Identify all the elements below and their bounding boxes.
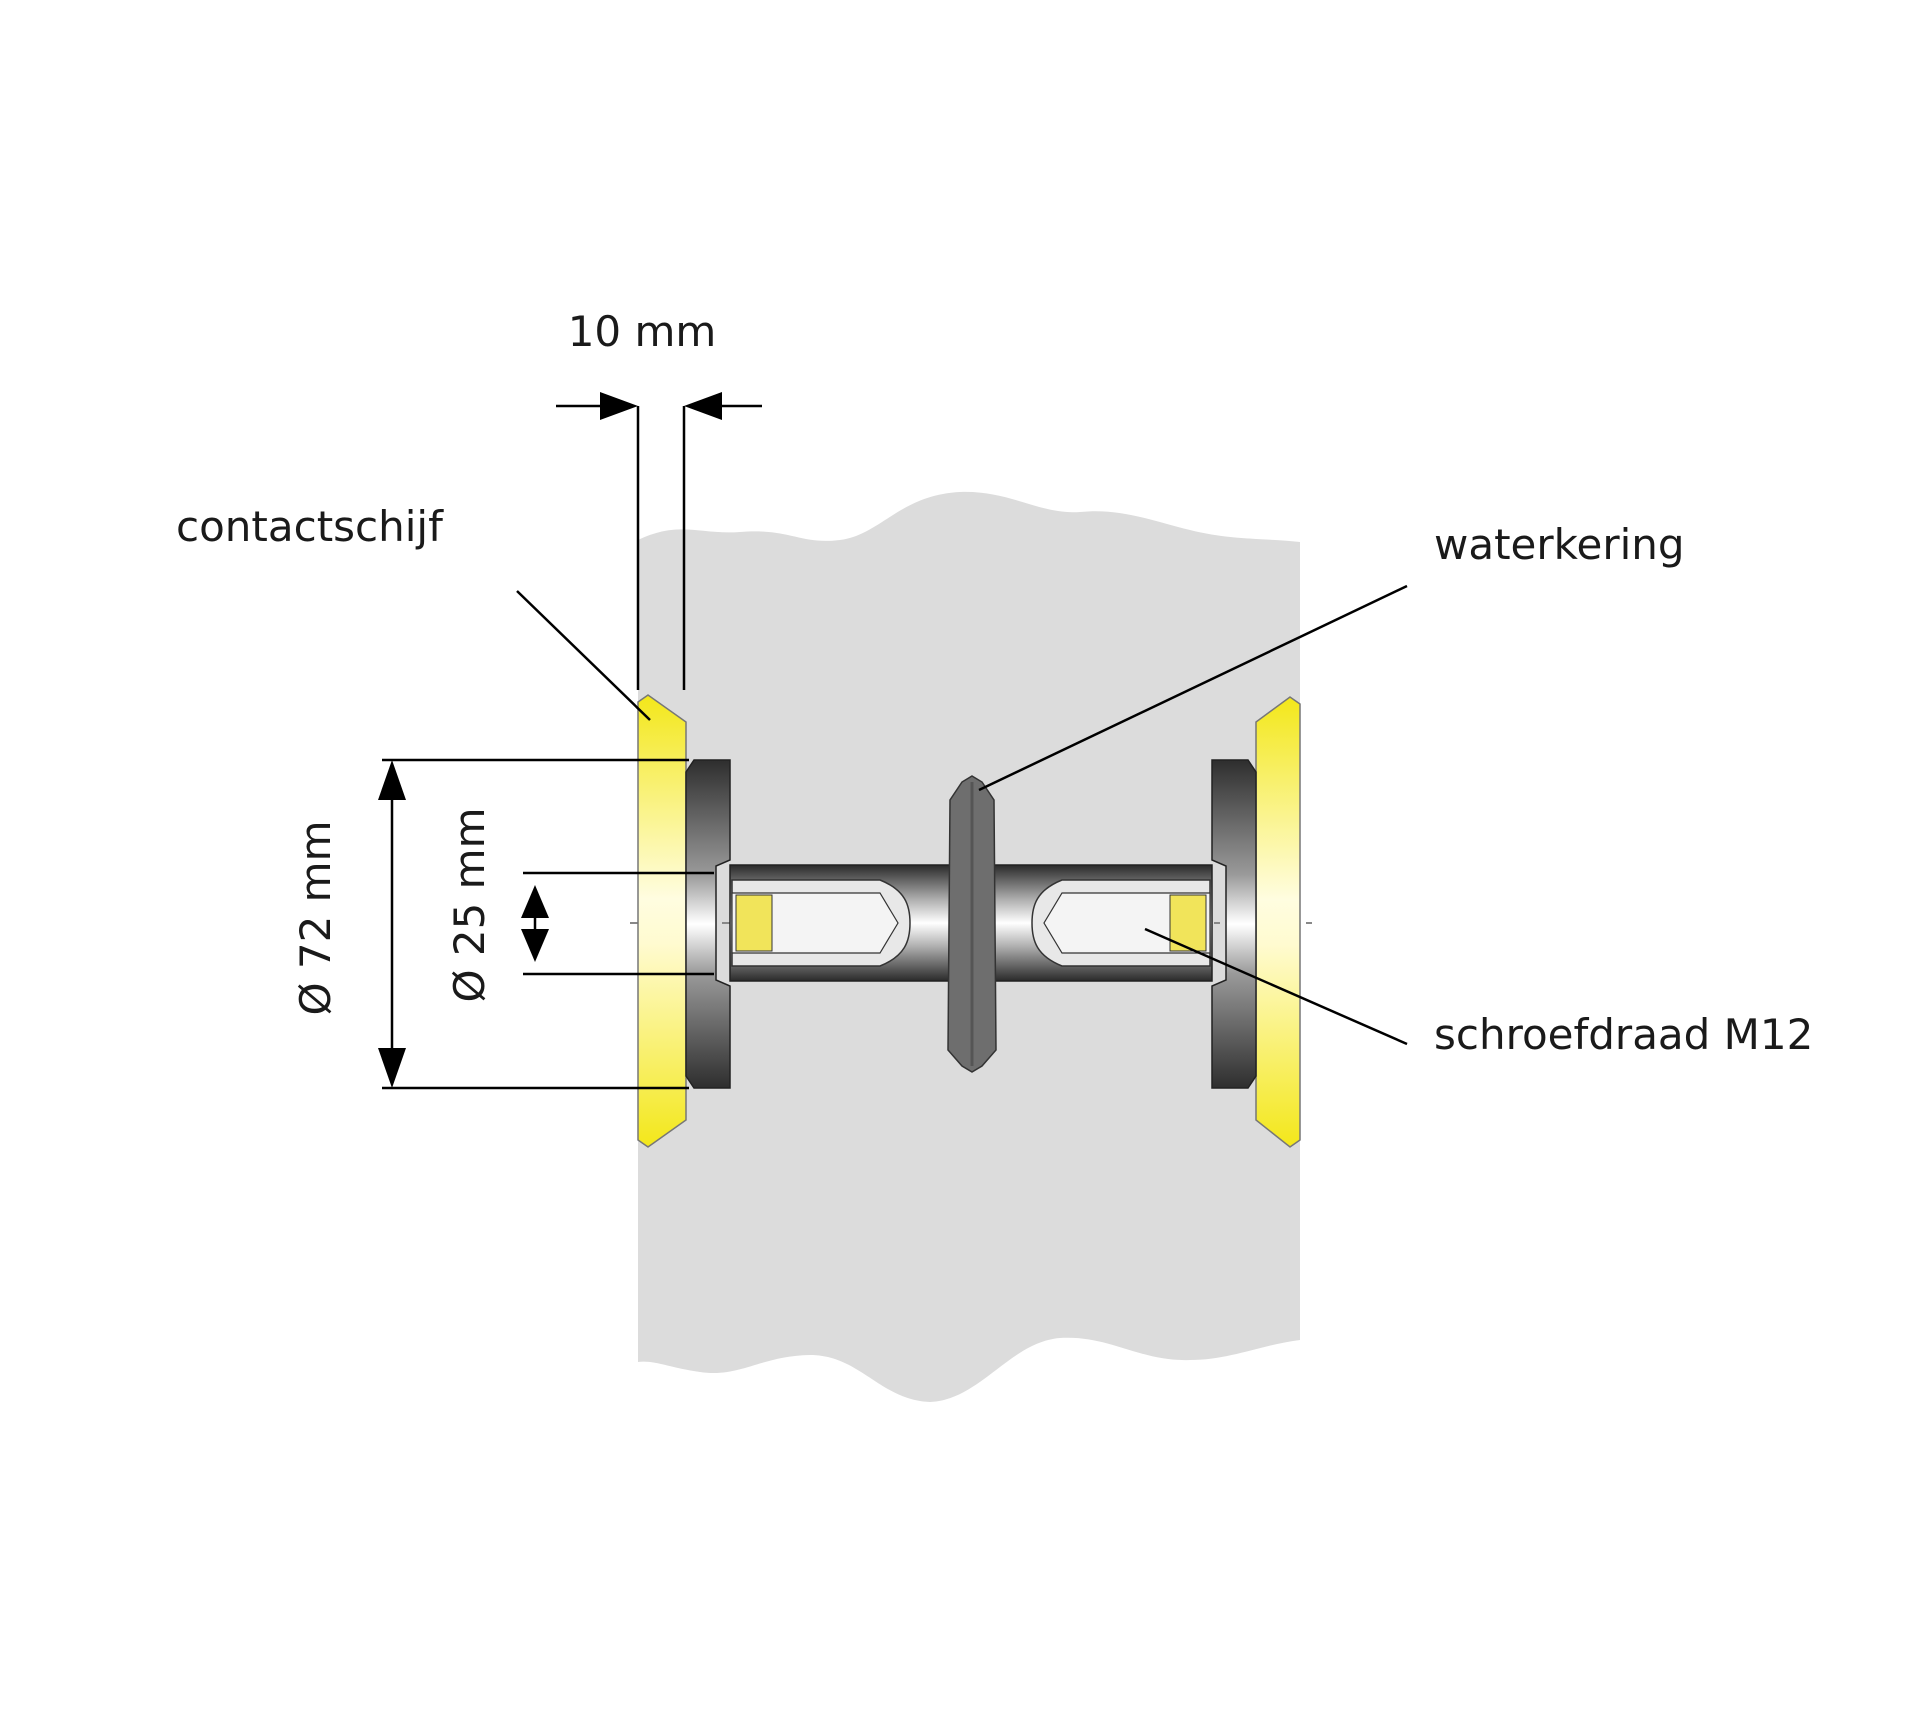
inner-diameter-label: Ø 25 mm [445,807,494,1002]
left-contact-disc [637,694,687,1148]
inner-diameter-dimension: Ø 25 mm [445,807,714,1003]
contact-disc-label: contactschijf [176,502,444,551]
outer-diameter-dimension: Ø 72 mm [291,758,689,1090]
width-dimension-label: 10 mm [568,307,717,356]
right-contact-disc [1255,696,1301,1148]
right-flange [1211,759,1257,1089]
thread-callout: schroefdraad M12 [1144,927,1813,1059]
left-thread [735,894,773,952]
outer-diameter-label: Ø 72 mm [291,820,340,1015]
water-stop-callout: waterkering [978,520,1685,792]
right-insert [1031,879,1211,967]
contact-disc-callout: contactschijf [176,502,651,721]
width-dimension: 10 mm [556,307,762,690]
water-stop-label: waterkering [1434,520,1685,569]
left-insert [731,879,911,967]
left-flange [685,759,731,1089]
thread-label: schroefdraad M12 [1434,1010,1813,1059]
